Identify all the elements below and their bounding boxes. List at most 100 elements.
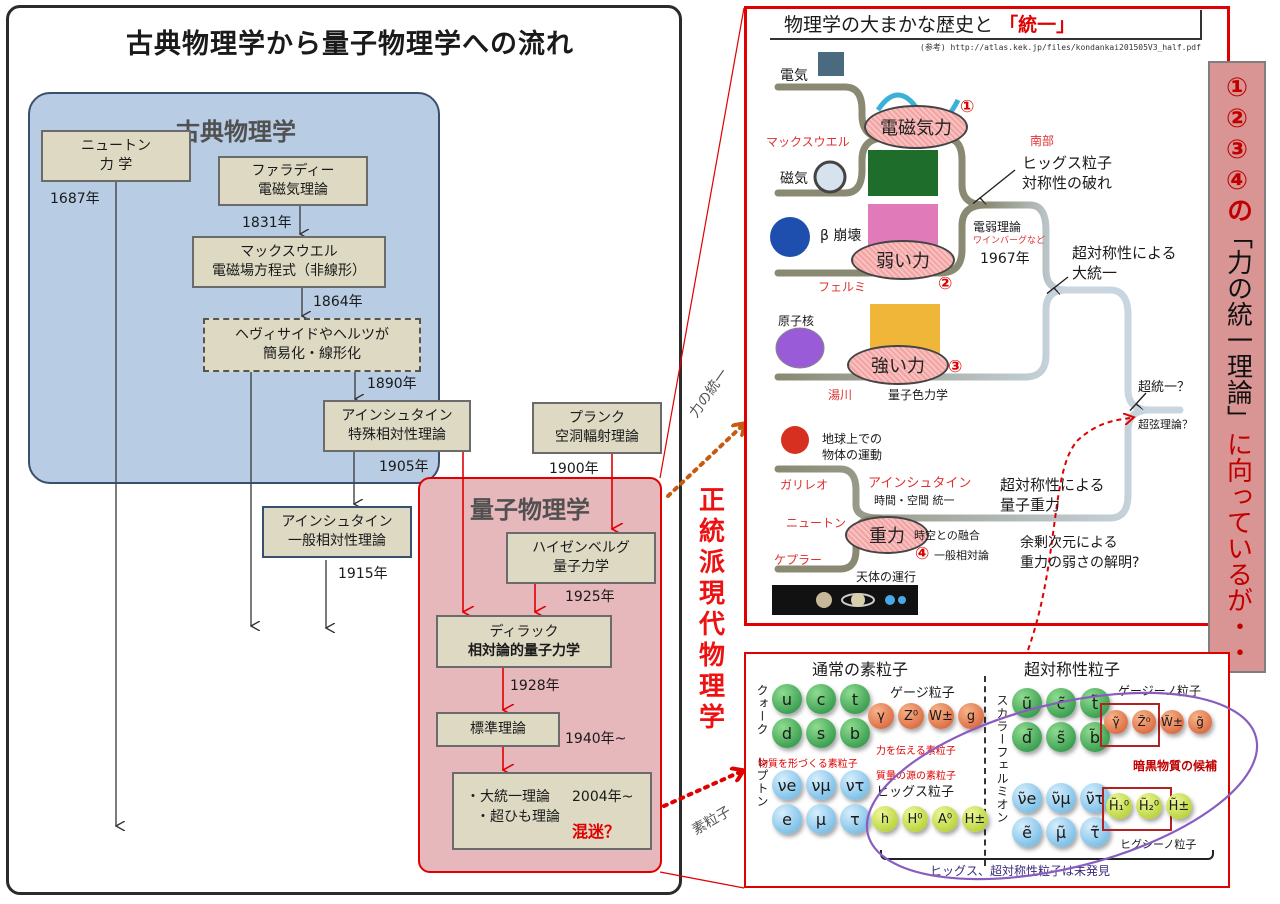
maxwell-box: マックスウエル 電磁場方程式（非線形） xyxy=(192,236,386,288)
physics-history-figure xyxy=(744,6,1230,626)
squark-particle: s̃ xyxy=(1046,722,1076,752)
quark-particle: b xyxy=(840,718,870,748)
special-rel-line1: アインシュタイン xyxy=(341,408,453,424)
marker-4: ④ xyxy=(915,544,930,564)
maxwell-line2: 電磁場方程式（非線形） xyxy=(212,263,366,279)
divider xyxy=(984,676,986,866)
earth-motion-label-2: 物体の運動 xyxy=(822,448,883,462)
marker-2: ② xyxy=(938,274,953,294)
unified-theory-banner: ① ② ③ ④ の 「力の統一理論」 に向っているが・・ xyxy=(1208,61,1266,673)
year-1967-label: 1967年 xyxy=(980,251,1030,267)
gauge-title: ゲージ粒子 xyxy=(890,686,955,701)
atom-image xyxy=(868,150,938,196)
year-faraday: 1831年 xyxy=(242,215,292,231)
gaugino-particle: γ̃ xyxy=(1104,710,1128,734)
compass-icon xyxy=(813,160,847,194)
qcd-label: 量子色力学 xyxy=(888,388,949,402)
strong-force-ellipse: 強い力 xyxy=(847,345,949,385)
higgs-pointer xyxy=(980,169,1016,198)
lepton-particle: τ xyxy=(840,804,870,834)
slepton-particle: ẽ xyxy=(1012,817,1042,847)
susy-gut-label-1: 超対称性による xyxy=(1072,244,1177,262)
force-carrier-label: 力を伝える素粒子 xyxy=(876,746,956,757)
susy-qg-label-1: 超対称性による xyxy=(1000,476,1105,494)
super-unification-pointer xyxy=(1136,392,1147,404)
force-unification-arrow xyxy=(666,426,742,498)
page-title: 古典物理学から量子物理学への流れ xyxy=(126,29,574,60)
extra-dim-label-2: 重力の弱さの解明? xyxy=(1020,555,1140,571)
magnetism-label: 磁気 xyxy=(780,171,808,187)
heisenberg-line1: ハイゼンベルグ xyxy=(532,540,630,556)
history-title: 物理学の大まかな歴史と 「統一」 xyxy=(770,10,1202,40)
galileo-label: ガリレオ xyxy=(780,478,829,492)
lepton-particle: μ xyxy=(806,804,836,834)
quark-particle: t xyxy=(840,684,870,714)
quark-particle: d xyxy=(772,718,802,748)
orthodox-modern-physics-label: 正統派現代物理学 xyxy=(698,486,725,733)
gravity-path xyxy=(774,406,1154,522)
lepton-particle: e xyxy=(772,804,802,834)
fermi-label: フェルミ xyxy=(818,280,867,294)
banner-marker-1: ① xyxy=(1225,73,1248,103)
em-force-ellipse: 電磁気力 xyxy=(864,105,968,149)
faraday-box: ファラディー 電磁気理論 xyxy=(218,156,368,206)
gauge-particle: g xyxy=(958,703,984,729)
nucleus-label: 原子核 xyxy=(778,314,815,328)
faraday-line1: ファラディー xyxy=(251,163,335,179)
gut-label: ・大統一理論 xyxy=(466,789,550,805)
year-heaviside: 1890年 xyxy=(367,376,417,392)
nucleon-icon xyxy=(770,217,810,257)
spacetime-label: 時間・空間 統一 xyxy=(874,494,955,507)
gauge-particle: γ xyxy=(868,703,894,729)
superstring-label: 超弦理論？ xyxy=(1138,418,1193,431)
slepton-particle: ν̃e xyxy=(1012,783,1042,813)
higgsino-particle: H̃₁⁰ xyxy=(1106,793,1132,819)
faraday-line2: 電磁気理論 xyxy=(258,182,328,198)
year-planck: 1900年 xyxy=(549,461,599,477)
super-unification-label: 超統一？ xyxy=(1138,380,1191,395)
general-rel-label: 一般相対論 xyxy=(934,549,989,562)
year-general-rel: 1915年 xyxy=(338,566,388,582)
year-newton: 1687年 xyxy=(50,191,100,207)
fusion-label: 時空との融合 xyxy=(914,529,980,542)
year-special-rel: 1905年 xyxy=(379,459,429,475)
dashed-link-arrow xyxy=(1027,418,1130,651)
susy-gut-label-2: 大統一 xyxy=(1072,264,1118,282)
gut-pointer xyxy=(1054,276,1069,288)
general-rel-line2: 一般相対性理論 xyxy=(288,533,386,549)
banner-part2: 「力の統一理論」 xyxy=(1222,223,1253,431)
dark-matter-label: 暗黒物質の候補 xyxy=(1133,759,1218,773)
year-heisenberg: 1925年 xyxy=(565,589,615,605)
icon-thumbnails xyxy=(770,52,961,615)
higgs-particle: A⁰ xyxy=(932,806,958,832)
standard-model-label: 標準理論 xyxy=(470,721,526,737)
higgs-label: ヒッグス粒子 xyxy=(1022,154,1113,172)
gaugino-title: ゲージーノ粒子 xyxy=(1118,684,1202,698)
quark-label: クォーク xyxy=(755,684,769,736)
yukawa-label: 湯川 xyxy=(828,388,853,402)
dirac-box: ディラック 相対論的量子力学 xyxy=(436,615,612,668)
lepton-particle: νe xyxy=(772,770,802,800)
magnetism-path xyxy=(774,134,889,197)
gravity-ellipse: 重力 xyxy=(845,516,929,554)
confusion-label: 混迷？ xyxy=(572,822,621,841)
classical-title: 古典物理学 xyxy=(176,118,296,146)
bracket xyxy=(880,850,1214,860)
red-arrows xyxy=(463,7,745,889)
maxwell-label: マックスウエル xyxy=(766,135,850,149)
symmetry-breaking-label: 対称性の破れ xyxy=(1022,174,1113,192)
newton-line2: 力 学 xyxy=(99,157,133,173)
matter-label: 物質を形づくる素粒子 xyxy=(758,759,858,770)
special-relativity-box: アインシュタイン 特殊相対性理論 xyxy=(323,400,471,452)
squark-particle: c̃ xyxy=(1046,688,1076,718)
einstein-label: アインシュタイン xyxy=(868,476,972,491)
higgs-particle: H⁰ xyxy=(902,806,928,832)
history-reference: (参考) http://atlas.kek.jp/files/kondankai… xyxy=(920,43,1201,52)
zoom-line-bottom xyxy=(659,871,745,889)
